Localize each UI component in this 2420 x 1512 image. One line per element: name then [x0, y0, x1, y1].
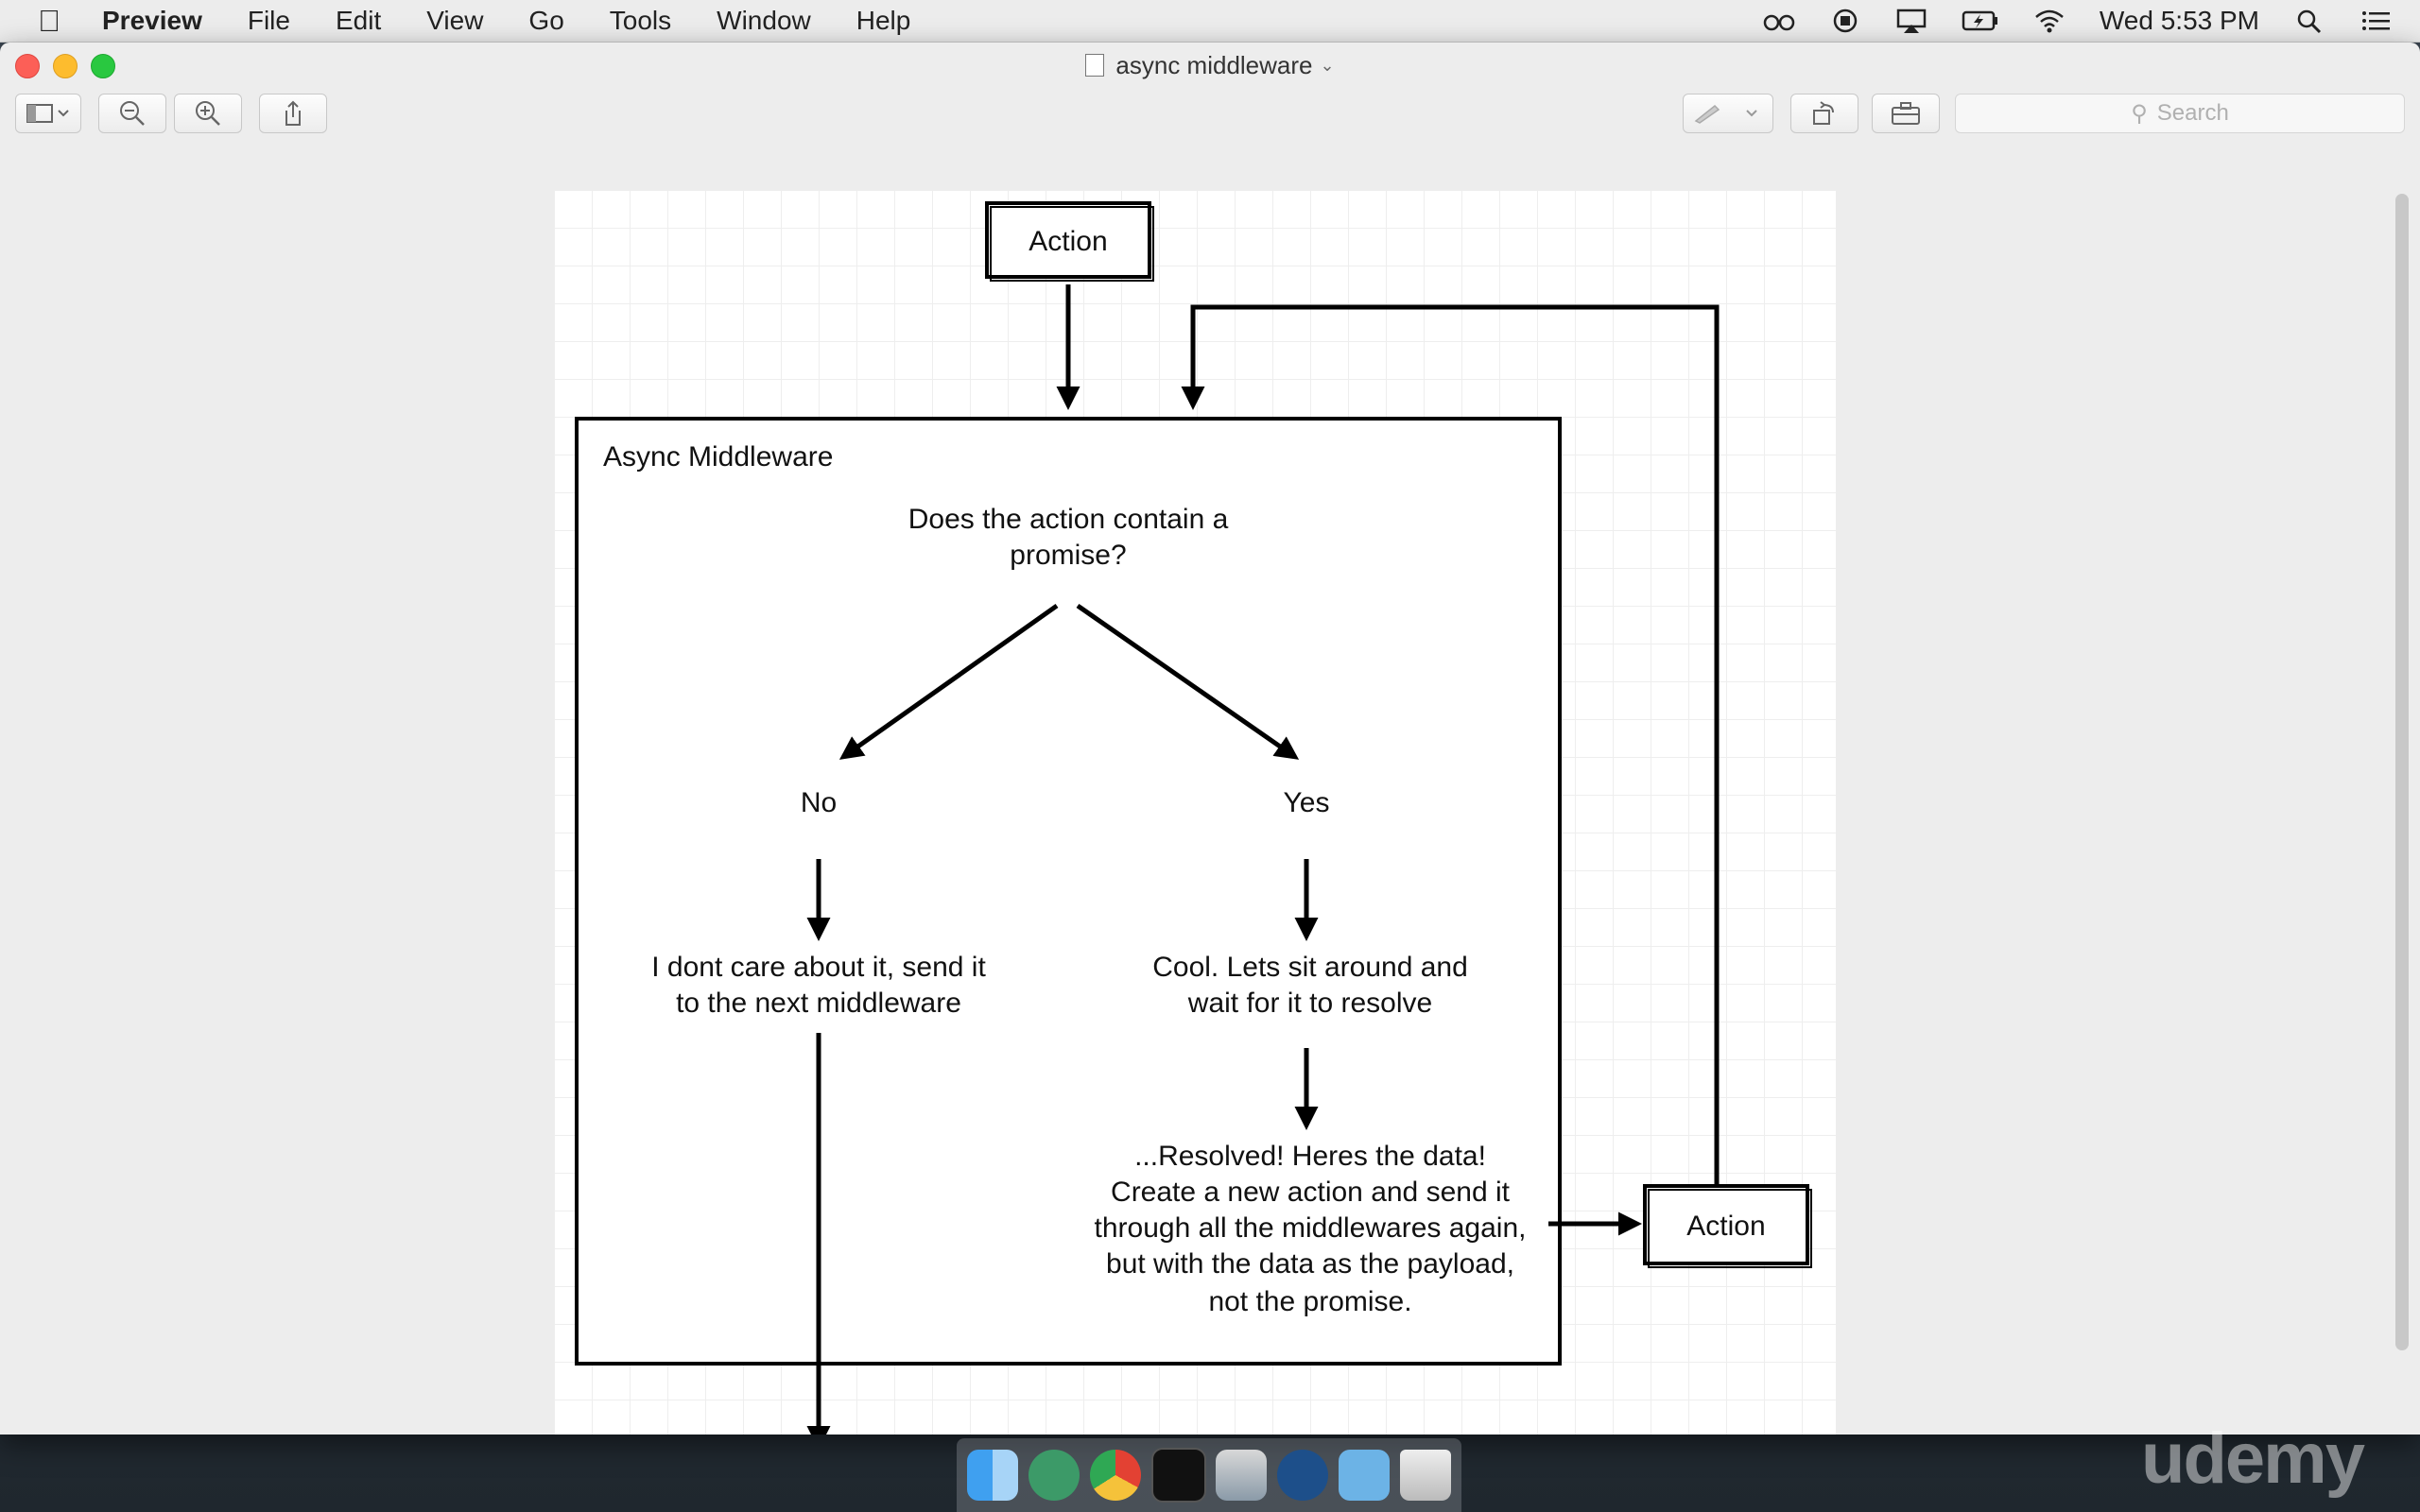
resolved-line-2: Create a new action and send it: [1111, 1177, 1511, 1208]
apple-menu-icon[interactable]: : [38, 4, 60, 39]
document-icon: [1085, 54, 1105, 77]
zoom-in-icon: [196, 101, 220, 126]
top-action-box: [985, 201, 1151, 279]
menu-tools[interactable]: Tools: [586, 6, 671, 35]
markup-pen-button[interactable]: [1683, 94, 1773, 133]
arrow-loop-back: [1181, 304, 1720, 1186]
right-action-label: Action: [1686, 1211, 1765, 1242]
window-title[interactable]: async middleware: [1115, 50, 1313, 79]
markup-toolbox-button[interactable]: [1872, 94, 1940, 133]
wifi-icon[interactable]: [2033, 8, 2066, 34]
yes-text-line-2: wait for it to resolve: [1187, 988, 1432, 1019]
dock: [957, 1438, 1461, 1512]
minimize-window-button[interactable]: [53, 54, 78, 78]
no-text-line-1: I dont care about it, send it: [651, 952, 986, 983]
search-icon: ⚲: [2131, 100, 2148, 127]
zoom-out-button[interactable]: [98, 94, 166, 133]
menu-bar:  Preview File Edit View Go Tools Window…: [0, 0, 2420, 43]
search-placeholder: Search: [2156, 100, 2229, 126]
share-icon: [285, 100, 301, 126]
finder-icon[interactable]: [966, 1450, 1018, 1501]
right-action-box: [1643, 1184, 1809, 1265]
sidebar-icon: [26, 104, 69, 123]
glasses-icon[interactable]: [1763, 8, 1795, 34]
quicktime-icon[interactable]: [1277, 1450, 1329, 1501]
preview-app-icon[interactable]: [1216, 1450, 1268, 1501]
spotlight-search-icon[interactable]: [2293, 8, 2325, 34]
right-action-box-shadow: [1648, 1189, 1812, 1268]
yes-text-line-1: Cool. Lets sit around and: [1152, 952, 1468, 983]
atom-icon[interactable]: [1028, 1450, 1080, 1501]
menu-app-name[interactable]: Preview: [79, 6, 202, 35]
yes-label: Yes: [1284, 787, 1330, 818]
menu-go[interactable]: Go: [506, 6, 563, 35]
resolved-line-5: not the promise.: [1208, 1286, 1411, 1317]
resolved-line-1: ...Resolved! Heres the data!: [1134, 1141, 1486, 1172]
menu-edit[interactable]: Edit: [312, 6, 381, 35]
toolbar: ⚲ Search: [0, 88, 2420, 145]
terminal-icon[interactable]: [1150, 1448, 1206, 1503]
search-input[interactable]: ⚲ Search: [1955, 94, 2405, 133]
arrow-to-yes: [1076, 603, 1300, 760]
menu-view[interactable]: View: [404, 6, 483, 35]
menu-window[interactable]: Window: [694, 6, 811, 35]
sidebar-view-button[interactable]: [15, 94, 81, 133]
zoom-window-button[interactable]: [91, 54, 115, 78]
question-line-2: promise?: [1010, 540, 1126, 571]
no-label: No: [801, 787, 837, 818]
notification-center-icon[interactable]: [2360, 8, 2392, 34]
chevron-down-icon[interactable]: ⌄: [1320, 55, 1335, 75]
vertical-scrollbar[interactable]: [2395, 194, 2409, 1350]
zoom-out-icon: [120, 101, 145, 126]
trash-icon[interactable]: [1400, 1450, 1451, 1501]
pen-icon: [1694, 104, 1757, 124]
document-viewport[interactable]: Action Async Middleware Does the action …: [0, 146, 2420, 1435]
container-title: Async Middleware: [603, 441, 833, 472]
document-page: Action Async Middleware Does the action …: [554, 190, 1836, 1435]
no-text-line-2: to the next middleware: [676, 988, 961, 1019]
top-action-label: Action: [1028, 226, 1107, 257]
question-line-1: Does the action contain a: [908, 504, 1229, 535]
rotate-button[interactable]: [1790, 94, 1858, 133]
chrome-icon[interactable]: [1089, 1450, 1141, 1501]
arrow-to-no: [838, 603, 1059, 760]
async-middleware-container: [575, 417, 1562, 1366]
status-area: Wed 5:53 PM: [1763, 0, 2392, 42]
title-bar: async middleware ⌄: [0, 43, 2420, 88]
preview-window: async middleware ⌄ ⚲ Search: [0, 43, 2420, 1435]
record-icon[interactable]: [1829, 8, 1861, 34]
share-button[interactable]: [259, 94, 327, 133]
rotate-icon: [1813, 101, 1834, 125]
battery-icon[interactable]: [1962, 8, 1999, 34]
toolbox-icon: [1892, 102, 1920, 125]
resolved-line-3: through all the middlewares again,: [1095, 1212, 1527, 1244]
menu-file[interactable]: File: [224, 6, 290, 35]
udemy-watermark: udemy: [2141, 1418, 2365, 1499]
flow-diagram: Action Async Middleware Does the action …: [575, 201, 1812, 1435]
close-window-button[interactable]: [15, 54, 40, 78]
top-action-box-shadow: [990, 206, 1154, 282]
menu-clock[interactable]: Wed 5:53 PM: [2099, 6, 2259, 35]
menu-help[interactable]: Help: [833, 6, 911, 35]
folder-icon[interactable]: [1339, 1450, 1391, 1501]
zoom-in-button[interactable]: [174, 94, 242, 133]
airplay-icon[interactable]: [1895, 8, 1927, 34]
resolved-line-4: but with the data as the payload,: [1106, 1248, 1514, 1280]
